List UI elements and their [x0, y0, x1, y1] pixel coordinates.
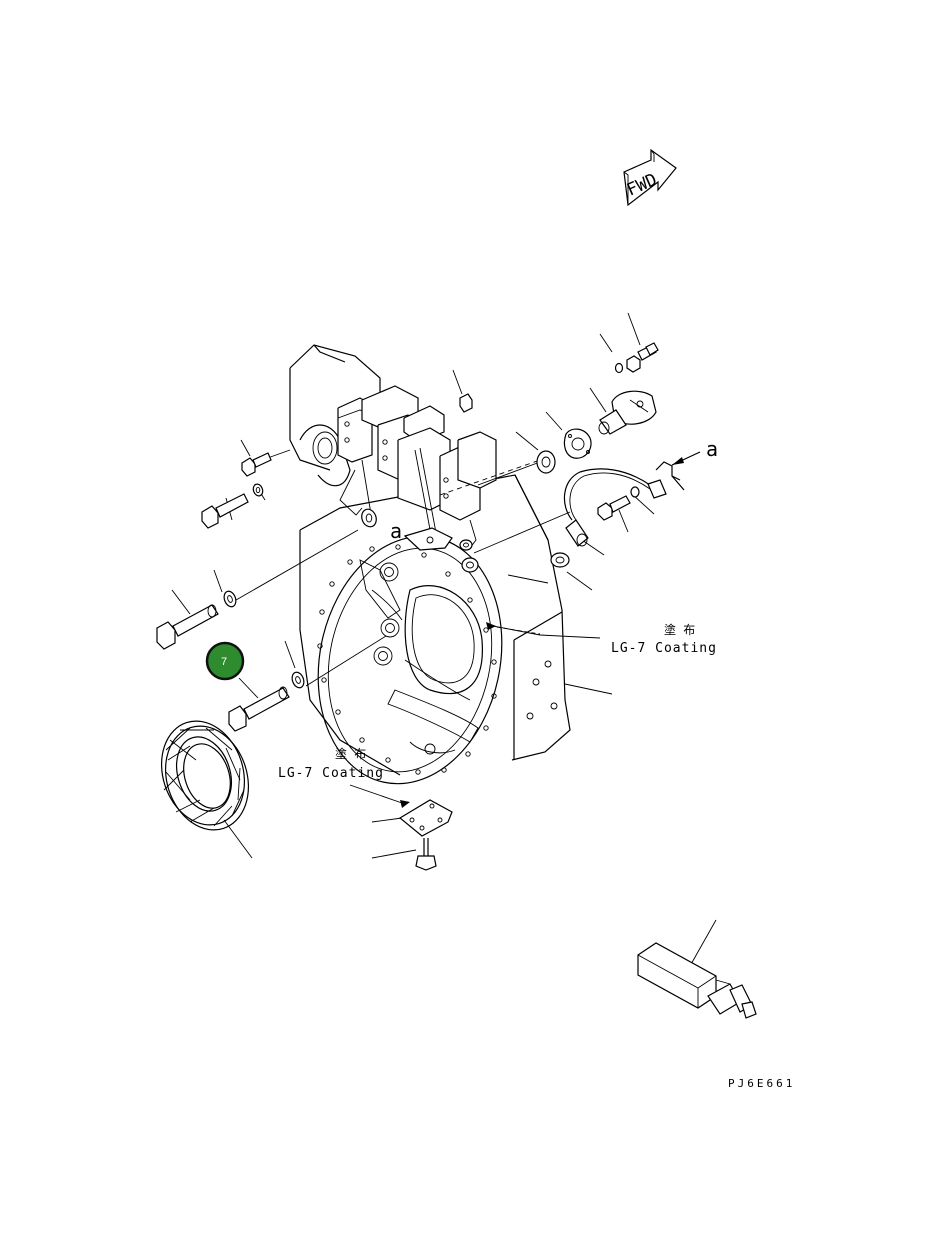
installation-tool [637, 942, 757, 1019]
washer-mid [361, 508, 377, 528]
callout-number: 7 [221, 656, 227, 668]
view-marker-a-left: a [390, 519, 402, 543]
washer-right [461, 557, 479, 573]
o-ring [550, 552, 570, 568]
bracket-clip [655, 461, 685, 491]
coating-note-right-en: LG-7 Coating [611, 641, 717, 656]
coating-note-bottom-en: LG-7 Coating [278, 766, 384, 781]
part-callout-7[interactable]: 7 [205, 641, 245, 681]
callout-badge[interactable] [205, 641, 245, 681]
flange-bolt-holes [317, 544, 497, 775]
washer-center [459, 539, 473, 551]
bolt-sensor [597, 495, 631, 521]
speed-sensor [563, 468, 667, 547]
washer-left [223, 590, 237, 608]
solenoid-valve [598, 390, 657, 435]
bolt-callout-7 [228, 686, 290, 732]
upper-bracket-assembly [289, 344, 497, 551]
view-marker-a-arrow-icon [671, 451, 701, 466]
bolt-long-left [156, 604, 219, 650]
bolt-small-upper [241, 452, 272, 477]
coating-note-right: 塗 布 LG-7 Coating [611, 622, 717, 656]
drawing-code: PJ6E661 [728, 1077, 795, 1090]
gasket-cover [563, 428, 592, 459]
bolt-top-right [626, 342, 659, 373]
bolt-bottom [415, 838, 437, 871]
washer-lower [291, 671, 305, 689]
washer-sensor [630, 486, 640, 498]
fwd-arrow-icon: FWD [623, 148, 677, 207]
oil-seal-ring [160, 720, 250, 831]
coating-note-bottom: 塗 布 LG-7 Coating [278, 746, 384, 781]
washer-top-right [614, 362, 624, 374]
coating-note-bottom-jp: 塗 布 [335, 746, 366, 761]
pin-small [459, 393, 473, 413]
leader-lines [171, 312, 717, 967]
washer-upper [252, 483, 264, 497]
cover-plate [398, 799, 453, 837]
coating-mark-icon [486, 622, 496, 630]
coating-note-right-jp: 塗 布 [664, 622, 695, 637]
view-marker-a-right: a [706, 437, 718, 461]
bolt-upper-left [201, 493, 249, 529]
plug-nut [536, 450, 556, 474]
